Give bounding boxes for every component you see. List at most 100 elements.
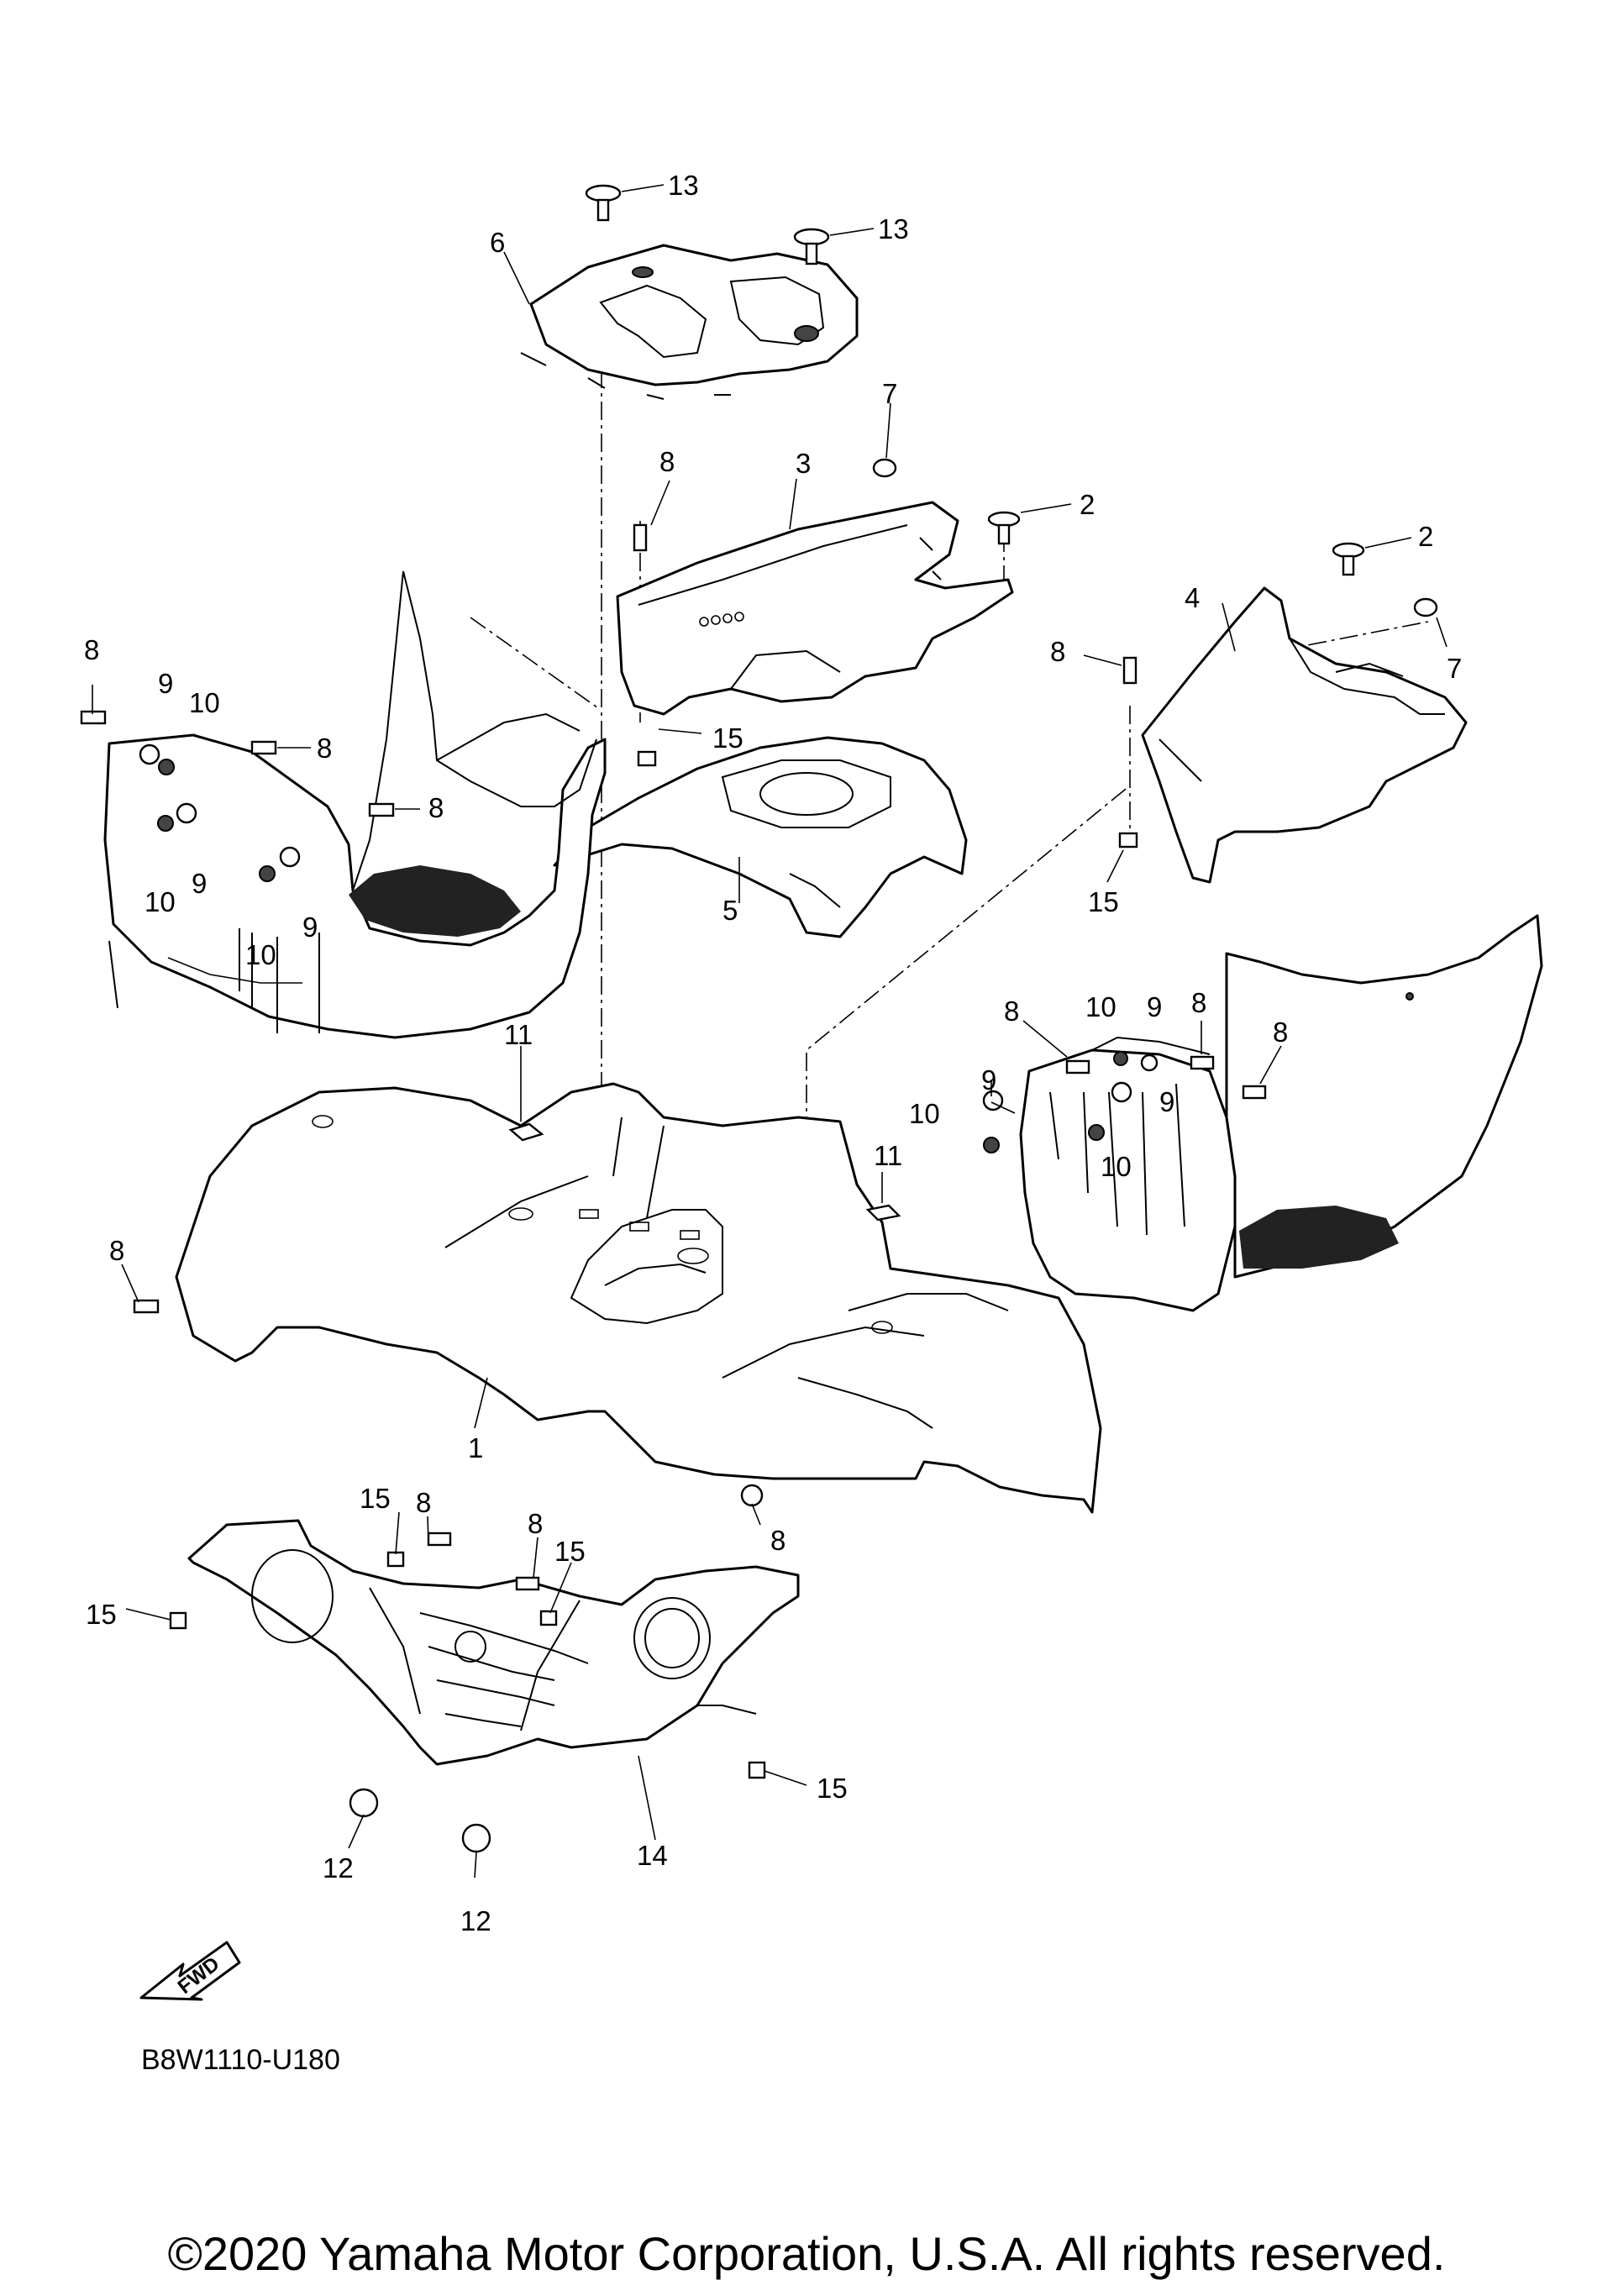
callout-8: 8 xyxy=(317,733,332,764)
leader-lines xyxy=(92,184,1447,1878)
callout-numbers: 1 2 2 3 4 5 6 7 7 8 8 8 8 8 8 8 8 8 8 8 … xyxy=(84,170,1462,1936)
callout-10: 10 xyxy=(1101,1151,1132,1182)
nut-10-b xyxy=(157,815,174,832)
callout-10: 10 xyxy=(909,1098,940,1129)
part-6-top-panel xyxy=(520,244,859,400)
washer-9-a xyxy=(139,743,160,765)
washer-9-d xyxy=(1140,1053,1159,1072)
fastener-12-a xyxy=(349,1788,379,1818)
rivet-7-b xyxy=(1413,597,1438,617)
screw-2-b xyxy=(1332,542,1365,576)
callout-15: 15 xyxy=(1088,886,1119,917)
washer-9-c xyxy=(279,846,301,868)
clip-15-a xyxy=(637,750,657,767)
callout-9: 9 xyxy=(1159,1086,1174,1117)
callout-12: 12 xyxy=(460,1905,491,1936)
part-5-center-cover xyxy=(553,736,968,938)
callout-13: 13 xyxy=(668,170,699,201)
callout-15: 15 xyxy=(817,1773,848,1804)
nut-10-e xyxy=(983,1137,1000,1153)
screw-8-bottom xyxy=(740,1484,764,1507)
callout-1: 1 xyxy=(468,1432,483,1463)
screw-13-b xyxy=(793,228,830,265)
clip-15-c xyxy=(386,1551,405,1568)
part-14-front-grille xyxy=(187,1519,800,1766)
callout-14: 14 xyxy=(637,1840,668,1871)
callout-10: 10 xyxy=(189,687,220,718)
screw-8-grille-b xyxy=(515,1576,540,1591)
callout-4: 4 xyxy=(1185,582,1200,613)
nut-10-f xyxy=(1088,1124,1105,1141)
callout-12: 12 xyxy=(323,1852,354,1884)
callout-11: 11 xyxy=(504,1019,533,1050)
right-footrest-assembly xyxy=(1019,914,1543,1312)
callout-8: 8 xyxy=(428,792,444,823)
fwd-arrow: FWD xyxy=(139,1941,241,2001)
callout-11: 11 xyxy=(874,1140,902,1171)
callout-15: 15 xyxy=(86,1599,117,1630)
nut-10-a xyxy=(158,759,175,775)
callout-9: 9 xyxy=(192,868,207,899)
screw-8-left-top xyxy=(80,710,107,725)
callout-6: 6 xyxy=(490,227,505,258)
screw-2-a xyxy=(987,511,1021,545)
screw-8-right-a xyxy=(1065,1059,1090,1074)
part-3-side-cover xyxy=(616,501,1014,716)
callout-8: 8 xyxy=(1191,987,1206,1018)
callout-8: 8 xyxy=(528,1508,543,1539)
clip-15-d xyxy=(539,1610,558,1626)
callout-8: 8 xyxy=(109,1235,124,1266)
callout-8: 8 xyxy=(84,634,99,665)
callout-9: 9 xyxy=(302,912,318,943)
screw-8-right-b xyxy=(1190,1055,1215,1070)
clip-11-a xyxy=(508,1122,544,1142)
nut-10-d xyxy=(1113,1051,1128,1066)
clip-15-b xyxy=(1118,832,1138,849)
copyright-notice: ©2020 Yamaha Motor Corporation, U.S.A. A… xyxy=(167,2227,1446,2280)
callout-15: 15 xyxy=(554,1536,586,1567)
callout-2: 2 xyxy=(1080,489,1095,520)
screw-8-right-upper xyxy=(1122,656,1138,685)
diagram-code: B8W1110-U180 xyxy=(141,2044,340,2076)
screw-8-right-c xyxy=(1242,1085,1267,1100)
callout-15: 15 xyxy=(712,722,743,754)
hardware-items xyxy=(80,184,1438,1853)
callout-8: 8 xyxy=(416,1487,431,1518)
callout-2: 2 xyxy=(1418,521,1433,552)
nut-10-c xyxy=(259,865,276,882)
callout-10: 10 xyxy=(245,939,276,970)
callout-8: 8 xyxy=(1273,1017,1288,1048)
clip-15-e xyxy=(169,1611,187,1630)
callout-15: 15 xyxy=(360,1483,391,1514)
screw-8-fender xyxy=(133,1299,160,1314)
clip-11-b xyxy=(865,1204,901,1222)
callout-13: 13 xyxy=(878,213,909,244)
rivet-7-a xyxy=(872,458,897,478)
callout-8: 8 xyxy=(1050,636,1065,667)
fastener-12-b xyxy=(461,1823,491,1853)
screw-8-upper xyxy=(633,523,648,552)
screw-8-left-low xyxy=(368,802,395,817)
screw-8-grille-a xyxy=(427,1532,452,1547)
callout-9: 9 xyxy=(158,668,173,699)
part-1-front-fender xyxy=(175,1082,1102,1514)
callout-10: 10 xyxy=(144,886,176,917)
callout-5: 5 xyxy=(722,895,738,926)
callout-8: 8 xyxy=(770,1525,785,1556)
part-4-right-cover xyxy=(1141,586,1468,884)
washer-9-e xyxy=(1111,1081,1132,1103)
callout-9: 9 xyxy=(981,1064,996,1095)
left-footrest-assembly xyxy=(103,570,607,1039)
clip-15-f xyxy=(748,1761,766,1779)
callout-3: 3 xyxy=(796,448,811,479)
callout-9: 9 xyxy=(1147,991,1162,1022)
callout-7: 7 xyxy=(882,378,897,409)
callout-7: 7 xyxy=(1447,653,1462,684)
callout-8: 8 xyxy=(659,446,675,477)
screw-13-a xyxy=(585,184,622,222)
callout-10: 10 xyxy=(1085,991,1116,1022)
callout-8: 8 xyxy=(1004,996,1019,1027)
washer-9-b xyxy=(176,802,197,824)
screw-8-left-mid xyxy=(250,740,277,755)
